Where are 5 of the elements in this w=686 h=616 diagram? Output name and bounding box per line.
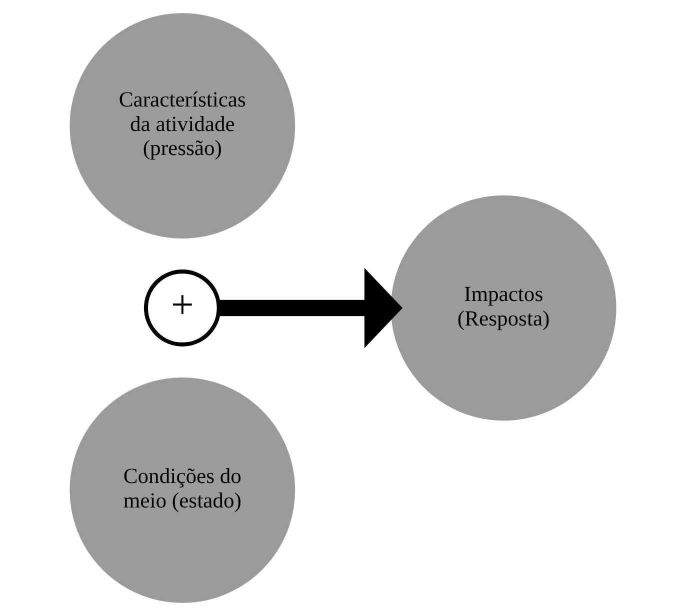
node-circle: Características da atividade (pressão) xyxy=(70,13,296,238)
node-circle: Impactos (Resposta) xyxy=(390,195,616,421)
node-circle: + xyxy=(144,270,221,346)
arrow xyxy=(219,268,403,348)
node-circle: Condições do meio (estado) xyxy=(70,378,296,603)
